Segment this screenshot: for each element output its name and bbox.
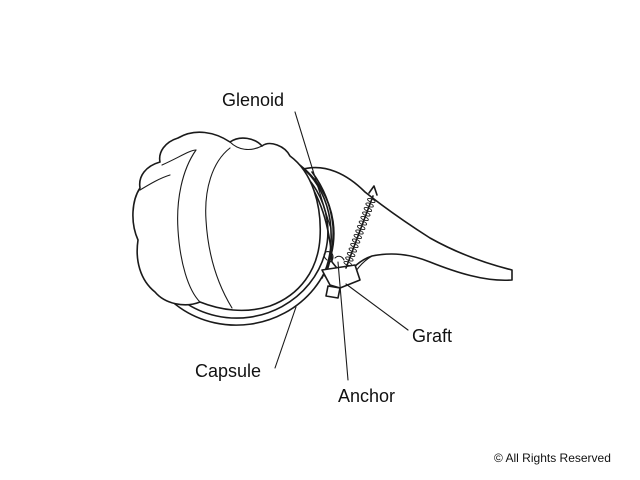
anchor-thread: [353, 233, 363, 240]
capsule-leader-line: [274, 306, 297, 369]
capsule-label: Capsule: [195, 361, 261, 381]
anchor-thread: [345, 256, 354, 262]
anchor-thread: [367, 197, 376, 204]
anchor-thread: [350, 242, 359, 249]
anchor-leader-line: [337, 261, 349, 381]
anchor-thread: [356, 224, 366, 231]
anchor-thread: [360, 215, 369, 222]
anchor-thread: [343, 260, 352, 267]
anchor-thread: [363, 206, 373, 213]
anchor-thread: [358, 220, 368, 226]
anchor-thread: [346, 251, 356, 258]
glenoid-rim-inner: [311, 171, 334, 277]
scapula: [299, 166, 513, 283]
graft-leader-line: [345, 283, 409, 331]
anchor: [323, 185, 378, 269]
anchor-thread: [348, 247, 358, 253]
anchor-thread: [351, 238, 361, 244]
anchor-label: Anchor: [338, 386, 395, 406]
glenoid-label: Glenoid: [222, 90, 284, 110]
humeral-head: [132, 131, 322, 312]
glenoid-rim: [304, 169, 332, 279]
glenoid-leader-line: [294, 111, 331, 227]
anchor-thread: [355, 229, 364, 235]
anchor-thread: [365, 202, 374, 208]
graft-label: Graft: [412, 326, 452, 346]
copyright-notice: © All Rights Reserved: [494, 451, 611, 465]
anchor-thread: [362, 211, 371, 217]
